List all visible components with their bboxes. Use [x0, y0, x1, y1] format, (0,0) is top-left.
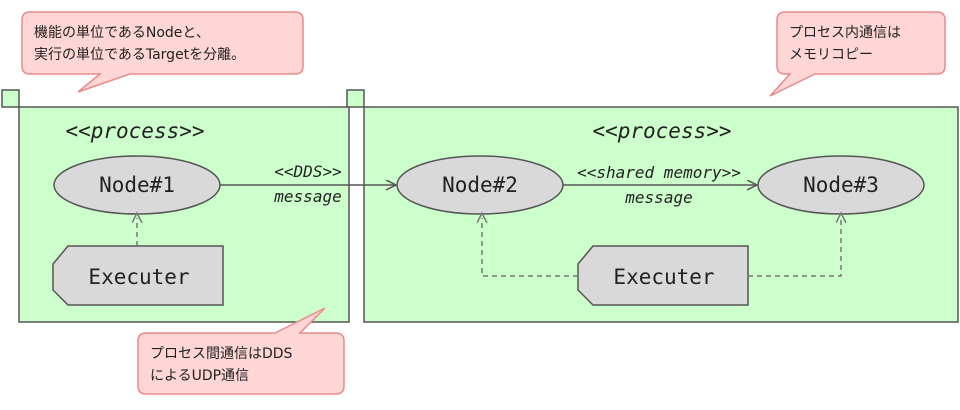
callout-bubble	[21, 11, 304, 93]
callout-bottom: プロセス間通信はDDS によるUDP通信	[137, 307, 345, 395]
shared-memory-label: message	[624, 188, 692, 207]
process-stereotype: <<process>>	[65, 119, 204, 143]
process-left: <<process>> Node#1 Executer	[1, 89, 350, 323]
executer-dependency-arrow	[482, 218, 578, 277]
process-right: <<process>> Node#2 Node#3 Executer <<sha…	[346, 89, 959, 323]
callout-line: プロセス内通信は	[789, 25, 901, 41]
executer-label: Executer	[613, 265, 714, 289]
package-tab	[346, 89, 365, 108]
node-label: Node#2	[442, 173, 518, 197]
node-label: Node#3	[803, 173, 879, 197]
callout-line: 実行の単位であるTargetを分離。	[34, 46, 245, 63]
callout-line: プロセス間通信はDDS	[150, 346, 293, 362]
package-tab	[1, 89, 20, 108]
executer-dependency-arrow	[748, 218, 841, 277]
callout-bubble	[137, 307, 345, 395]
callout-top-left: 機能の単位であるNodeと、 実行の単位であるTargetを分離。	[21, 11, 304, 93]
node-label: Node#1	[99, 173, 175, 197]
callout-top-right: プロセス内通信は メモリコピー	[769, 11, 946, 97]
callout-line: によるUDP通信	[150, 368, 249, 384]
dds-stereotype: <<DDS>>	[274, 162, 341, 181]
callout-bubble	[769, 11, 946, 97]
executer-box	[577, 245, 749, 306]
dds-label: message	[273, 187, 341, 206]
shared-memory-stereotype: <<shared memory>>	[577, 163, 741, 182]
process-stereotype: <<process>>	[592, 119, 731, 143]
callout-line: メモリコピー	[789, 47, 873, 63]
callout-line: 機能の単位であるNodeと、	[34, 25, 210, 41]
executer-label: Executer	[88, 265, 189, 289]
executer-box	[52, 245, 224, 306]
